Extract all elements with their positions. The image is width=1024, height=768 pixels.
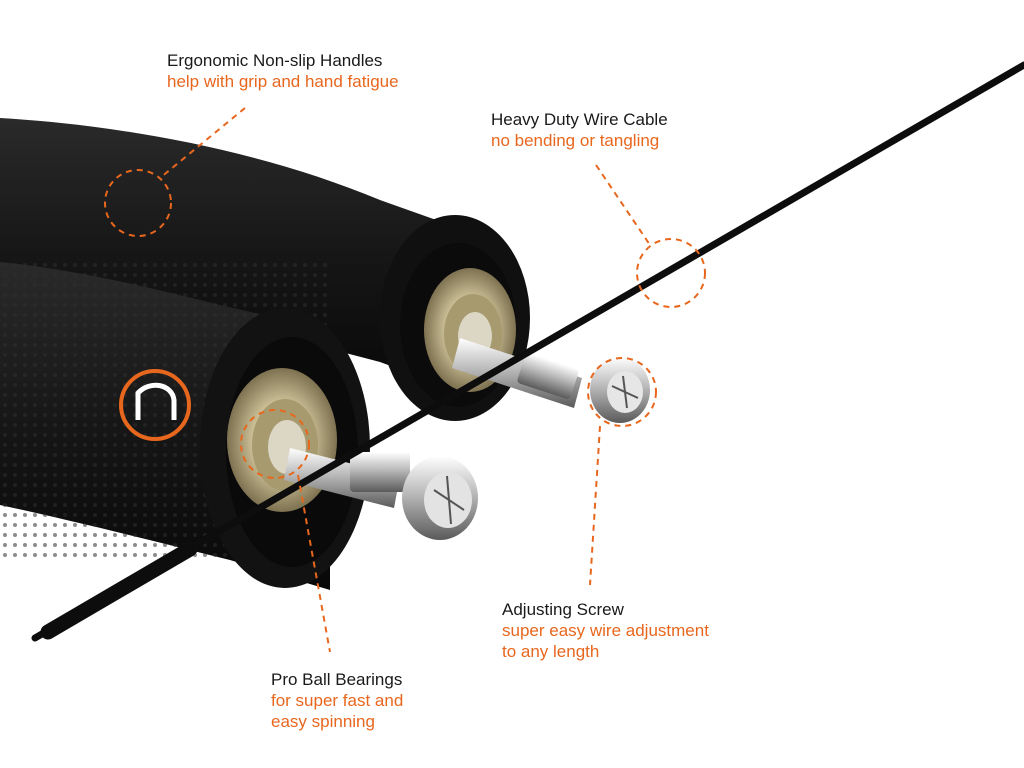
callout-handles: Ergonomic Non-slip Handles help with gri… [167, 50, 399, 92]
callout-screw-title: Adjusting Screw [502, 600, 624, 619]
callout-bearings: Pro Ball Bearings for super fast and eas… [271, 669, 403, 732]
handles-marker [104, 169, 172, 237]
screw-marker [587, 357, 657, 427]
bearings-leader [297, 474, 331, 653]
bearings-marker [240, 409, 310, 479]
cable-leader [595, 164, 651, 246]
callout-cable-title: Heavy Duty Wire Cable [491, 110, 668, 129]
handles-leader [159, 107, 246, 179]
callout-screw-desc: super easy wire adjustment to any length [502, 621, 709, 661]
wire-cable [31, 61, 1024, 642]
front-axle [284, 448, 478, 540]
front-handle [0, 262, 370, 590]
callout-cable: Heavy Duty Wire Cable no bending or tang… [491, 109, 668, 151]
callout-screw: Adjusting Screw super easy wire adjustme… [502, 599, 709, 662]
back-axle [452, 338, 650, 423]
callout-bearings-desc: for super fast and easy spinning [271, 691, 404, 731]
dashed-markers [104, 169, 706, 479]
brand-logo [119, 369, 191, 441]
cable-marker [636, 238, 706, 308]
callout-bearings-title: Pro Ball Bearings [271, 670, 403, 689]
callout-handles-title: Ergonomic Non-slip Handles [167, 51, 383, 70]
screw-leader [589, 425, 601, 586]
dashed-leader-lines [159, 107, 651, 653]
callout-handles-desc: help with grip and hand fatigue [167, 72, 399, 91]
callout-cable-desc: no bending or tangling [491, 131, 660, 150]
